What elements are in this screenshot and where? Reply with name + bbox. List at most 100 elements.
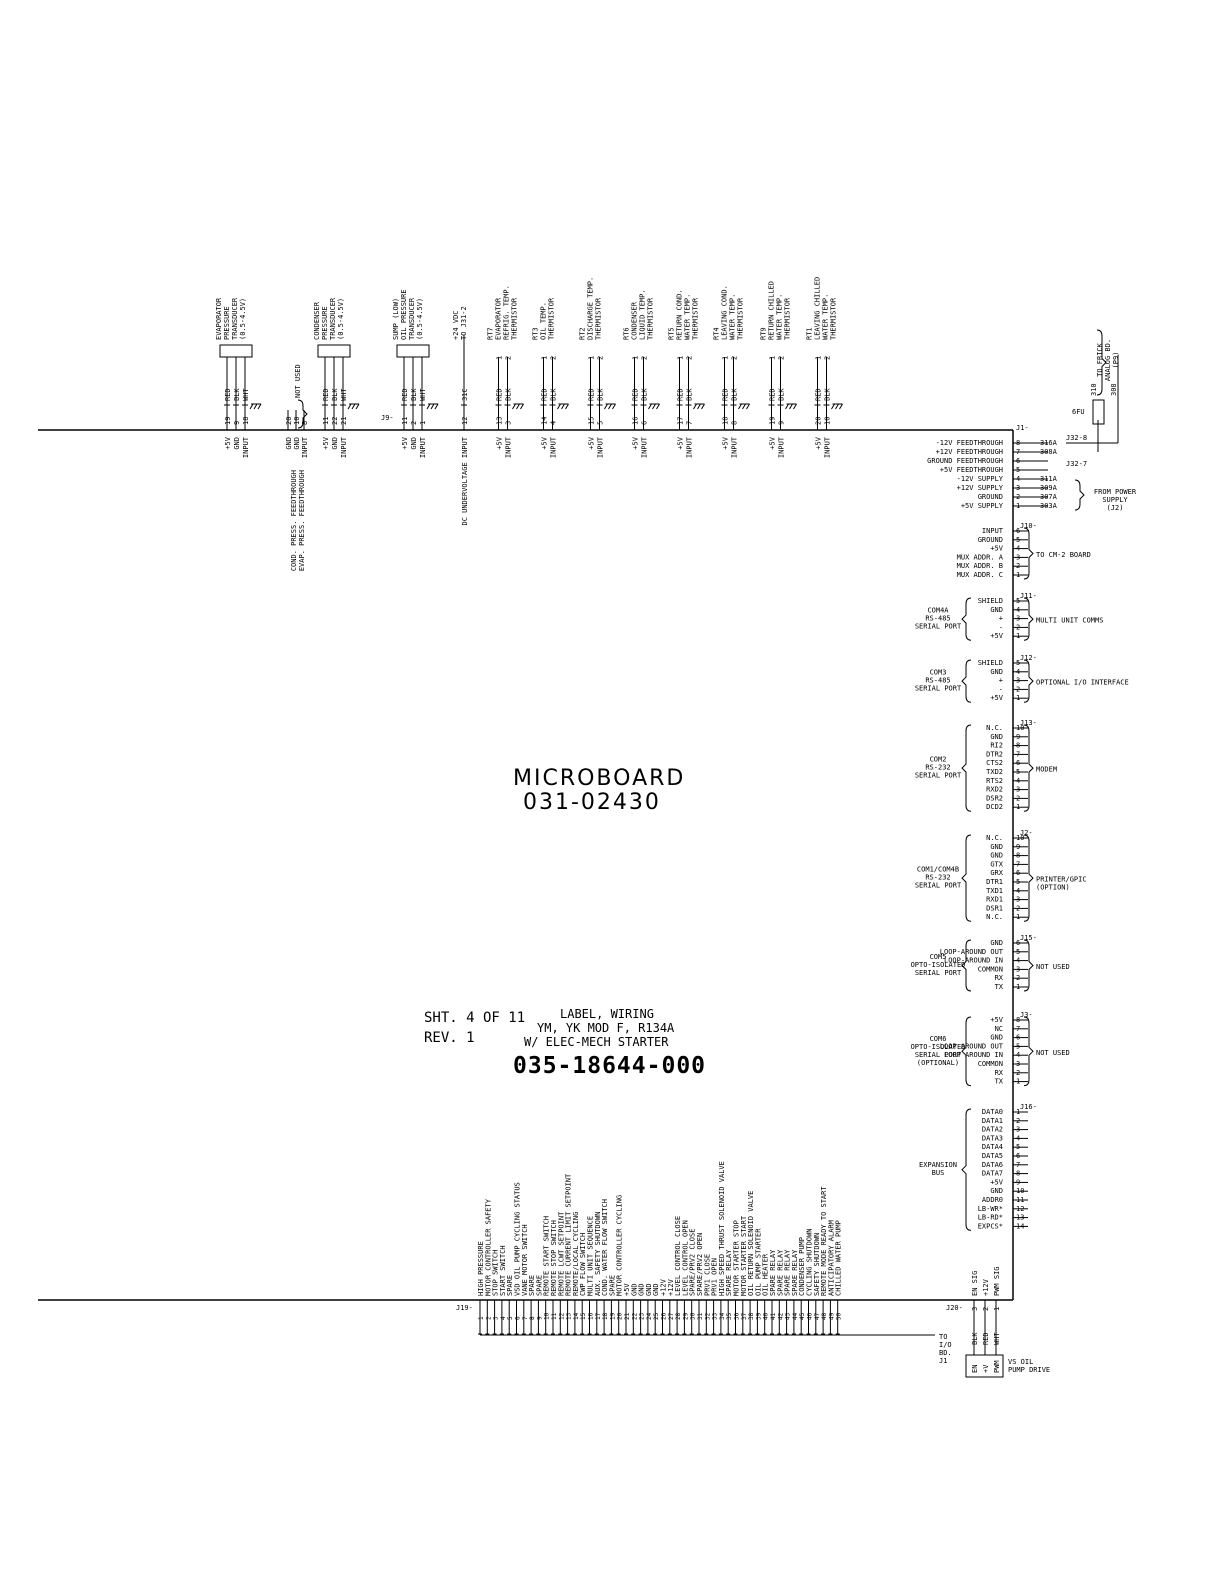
pin-signal: EXPCS* — [978, 1222, 1003, 1230]
j19-signal: GND — [645, 1283, 653, 1296]
j19-signal: START SWITCH — [499, 1245, 507, 1296]
pin-number: 20 — [285, 417, 293, 425]
j19-signal: SAFETY SHUTDOWN — [813, 1233, 821, 1296]
pin-number: 34 — [719, 1312, 726, 1320]
sensor-title: THERMISTOR — [737, 297, 745, 340]
sensor-title: RT4 — [713, 327, 721, 340]
pin-signal: DATA4 — [982, 1143, 1003, 1151]
connector-j19: J19- — [456, 1304, 473, 1312]
brace-icon — [1023, 834, 1034, 922]
wire-number: 311A — [1040, 475, 1058, 483]
pin-number: 2 — [778, 356, 786, 360]
pin-signal: GND — [990, 668, 1003, 676]
pin-number: 15 — [580, 1312, 587, 1320]
j19-signal: SPARE RELAY — [776, 1249, 784, 1296]
pin-signal: DATA6 — [982, 1161, 1003, 1169]
sensor-title: RT1 — [806, 327, 814, 340]
wire-color: WHT — [993, 1332, 1001, 1345]
ground-icon — [648, 403, 652, 410]
pin-signal: DTR1 — [986, 878, 1003, 886]
to-io-board-note: I/O — [939, 1341, 952, 1349]
j19-signal: HIGH PRESSURE — [477, 1241, 485, 1296]
wire-color: WHT — [419, 388, 427, 401]
j1-row-label: +12V FEEDTHROUGH — [936, 448, 1003, 456]
port-label: RS-232 — [925, 874, 950, 882]
pin-signal: +5V — [990, 1178, 1003, 1186]
ground-icon — [697, 403, 701, 410]
frick-note: (P9) — [1112, 352, 1120, 369]
sensor-title: DISCHARGE TEMP. — [587, 277, 595, 340]
pin-number: 22 — [331, 417, 339, 425]
wire-color: RED — [541, 388, 549, 401]
pin-signal: TX — [995, 1078, 1004, 1086]
j19-signal: MOTOR STARTER STOP — [733, 1220, 741, 1296]
pin-number: 40 — [763, 1312, 770, 1320]
signal-label: +5V — [588, 436, 596, 449]
j20-signal: +12V — [982, 1278, 990, 1296]
j19-signal: REMOTE START SWITCH — [543, 1216, 551, 1296]
pin-number: 43 — [785, 1312, 792, 1320]
pin-signal: DATA3 — [982, 1134, 1003, 1142]
sensor-title: TRANSDUCER — [408, 297, 416, 340]
pin-signal: MUX ADDR. C — [957, 571, 1003, 579]
pin-number: 4 — [500, 1316, 507, 1320]
sensor-title: RETURN CHILLED — [768, 281, 776, 340]
signal-label: INPUT — [340, 436, 348, 458]
pin-signal: GTX — [990, 860, 1003, 868]
sensor-title: +24 VDC — [452, 310, 460, 340]
pin-signal: LOOP-AROUND OUT — [940, 948, 1004, 956]
pin-signal: SHIELD — [978, 597, 1003, 605]
port-label: SERIAL PORT — [915, 1051, 962, 1059]
pin-signal: MUX ADDR. B — [957, 562, 1003, 570]
pin-signal: + — [999, 677, 1003, 685]
transducer-box — [219, 344, 253, 358]
pin-number: 8 — [731, 421, 739, 425]
pin-number: 23 — [639, 1312, 646, 1320]
brace-icon — [1023, 527, 1034, 580]
pin-signal: +5V — [990, 632, 1003, 640]
j19-signal: SPARE RELAY — [769, 1249, 777, 1296]
ground-icon — [608, 403, 612, 410]
j19-signal: SPARE RELAY — [725, 1249, 733, 1296]
pin-number: 1 — [677, 356, 685, 360]
ground-icon — [656, 403, 660, 410]
transducer-box — [317, 344, 351, 358]
port-label: COM1/COM4B — [917, 866, 959, 874]
wire-color: RED — [815, 388, 823, 401]
pin-signal: GROUND — [978, 536, 1003, 544]
wire-color: RED — [769, 388, 777, 401]
drive-pin: EN — [971, 1365, 979, 1373]
signal-label: +5V — [677, 436, 685, 449]
sensor-title: RETURN COND. — [676, 289, 684, 340]
pin-signal: DATA0 — [982, 1108, 1003, 1116]
pin-number: 9 — [536, 1316, 543, 1320]
wire-color: BLK — [331, 388, 339, 401]
ground-icon — [604, 403, 608, 410]
destination-label: NOT USED — [1036, 1049, 1070, 1057]
pin-number: 9 — [778, 421, 786, 425]
pin-number: 20 — [815, 417, 823, 425]
j19-signal: VSD OIL PUMP CYCLING STATUS — [514, 1182, 522, 1296]
pin-number: 14 — [573, 1312, 580, 1320]
pin-number: 3 — [971, 1307, 979, 1311]
connector-header: J11- — [1020, 592, 1037, 600]
pin-signal: LB-WR* — [978, 1205, 1003, 1213]
pin-number: 3 — [505, 421, 513, 425]
pin-number: 1 — [419, 421, 427, 425]
j1-row-label: +5V FEEDTHROUGH — [940, 466, 1003, 474]
pin-number: 32 — [704, 1312, 711, 1320]
pin-number: 1 — [496, 356, 504, 360]
label-line-2: YM, YK MOD F, R134A — [537, 1021, 675, 1035]
brace-icon — [1023, 939, 1034, 992]
signal-label: +5V — [541, 436, 549, 449]
pin-signal: + — [999, 615, 1003, 623]
brace-icon — [1074, 479, 1085, 511]
sensor-title: WATER TEMP. — [729, 294, 737, 340]
wire-color: RED — [401, 388, 409, 401]
signal-label: INPUT — [686, 436, 694, 458]
signal-label: +5V — [224, 436, 232, 449]
connector-header: J15- — [1020, 934, 1037, 942]
signal-label: INPUT — [597, 436, 605, 458]
pin-signal: DCD2 — [986, 803, 1003, 811]
j1-row-label: +5V SUPPLY — [961, 502, 1004, 510]
